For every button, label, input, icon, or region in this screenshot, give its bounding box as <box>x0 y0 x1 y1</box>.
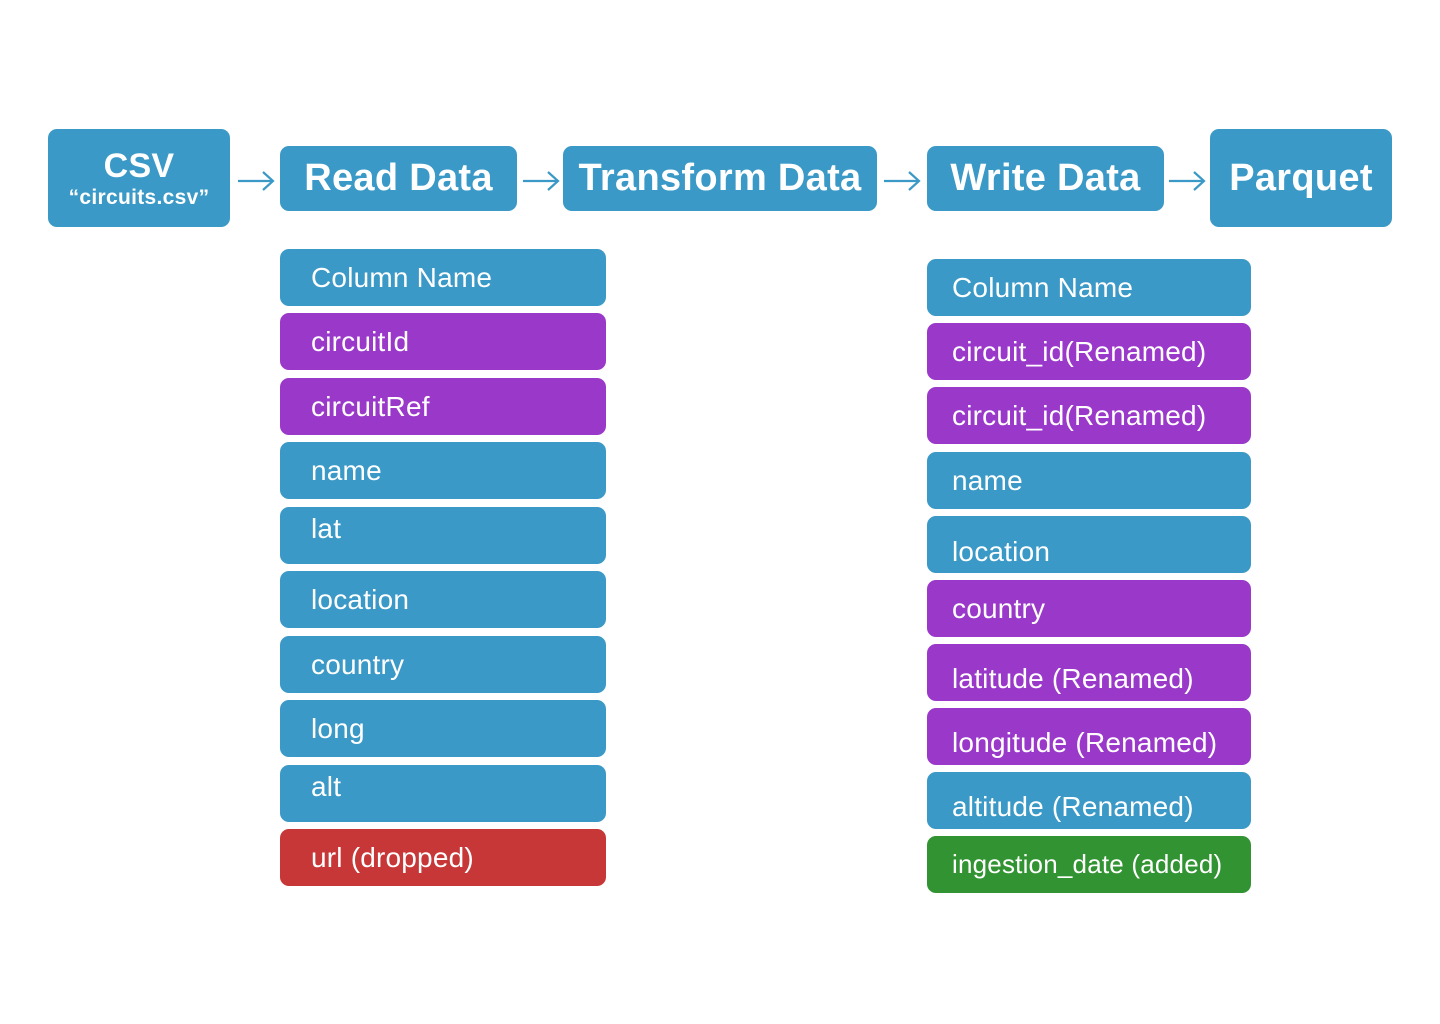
write-column-item: longitude (Renamed) <box>927 708 1251 765</box>
write-column-item: altitude (Renamed) <box>927 772 1251 829</box>
write-column-item: location <box>927 516 1251 573</box>
csv-source-node: CSV “circuits.csv” <box>48 129 230 227</box>
write-data-node: Write Data <box>927 146 1164 211</box>
write-column-item: country <box>927 580 1251 637</box>
read-data-node: Read Data <box>280 146 517 211</box>
write-column-item: circuit_id(Renamed) <box>927 323 1251 380</box>
right-arrow-icon <box>1169 171 1206 191</box>
read-column-item: location <box>280 571 606 628</box>
read-column-item: circuitId <box>280 313 606 370</box>
read-column-item: country <box>280 636 606 693</box>
read-column-item: alt <box>280 765 606 822</box>
read-columns-header: Column Name <box>280 249 606 306</box>
read-column-item: lat <box>280 507 606 564</box>
write-column-item: latitude (Renamed) <box>927 644 1251 701</box>
right-arrow-icon <box>884 171 921 191</box>
csv-source-filename: “circuits.csv” <box>68 185 210 209</box>
read-column-item: name <box>280 442 606 499</box>
write-columns-header: Column Name <box>927 259 1251 316</box>
write-column-item-added: ingestion_date (added) <box>927 836 1251 893</box>
read-column-item-dropped: url (dropped) <box>280 829 606 886</box>
read-column-item: long <box>280 700 606 757</box>
right-arrow-icon <box>523 171 560 191</box>
transform-data-label: Transform Data <box>578 157 862 199</box>
csv-source-title: CSV <box>103 146 175 185</box>
transform-data-node: Transform Data <box>563 146 877 211</box>
write-column-item: circuit_id(Renamed) <box>927 387 1251 444</box>
write-data-label: Write Data <box>950 157 1141 199</box>
right-arrow-icon <box>238 171 275 191</box>
parquet-sink-label: Parquet <box>1229 156 1373 199</box>
read-column-item: circuitRef <box>280 378 606 435</box>
parquet-sink-node: Parquet <box>1210 129 1392 227</box>
write-column-item: name <box>927 452 1251 509</box>
read-data-label: Read Data <box>304 157 493 199</box>
